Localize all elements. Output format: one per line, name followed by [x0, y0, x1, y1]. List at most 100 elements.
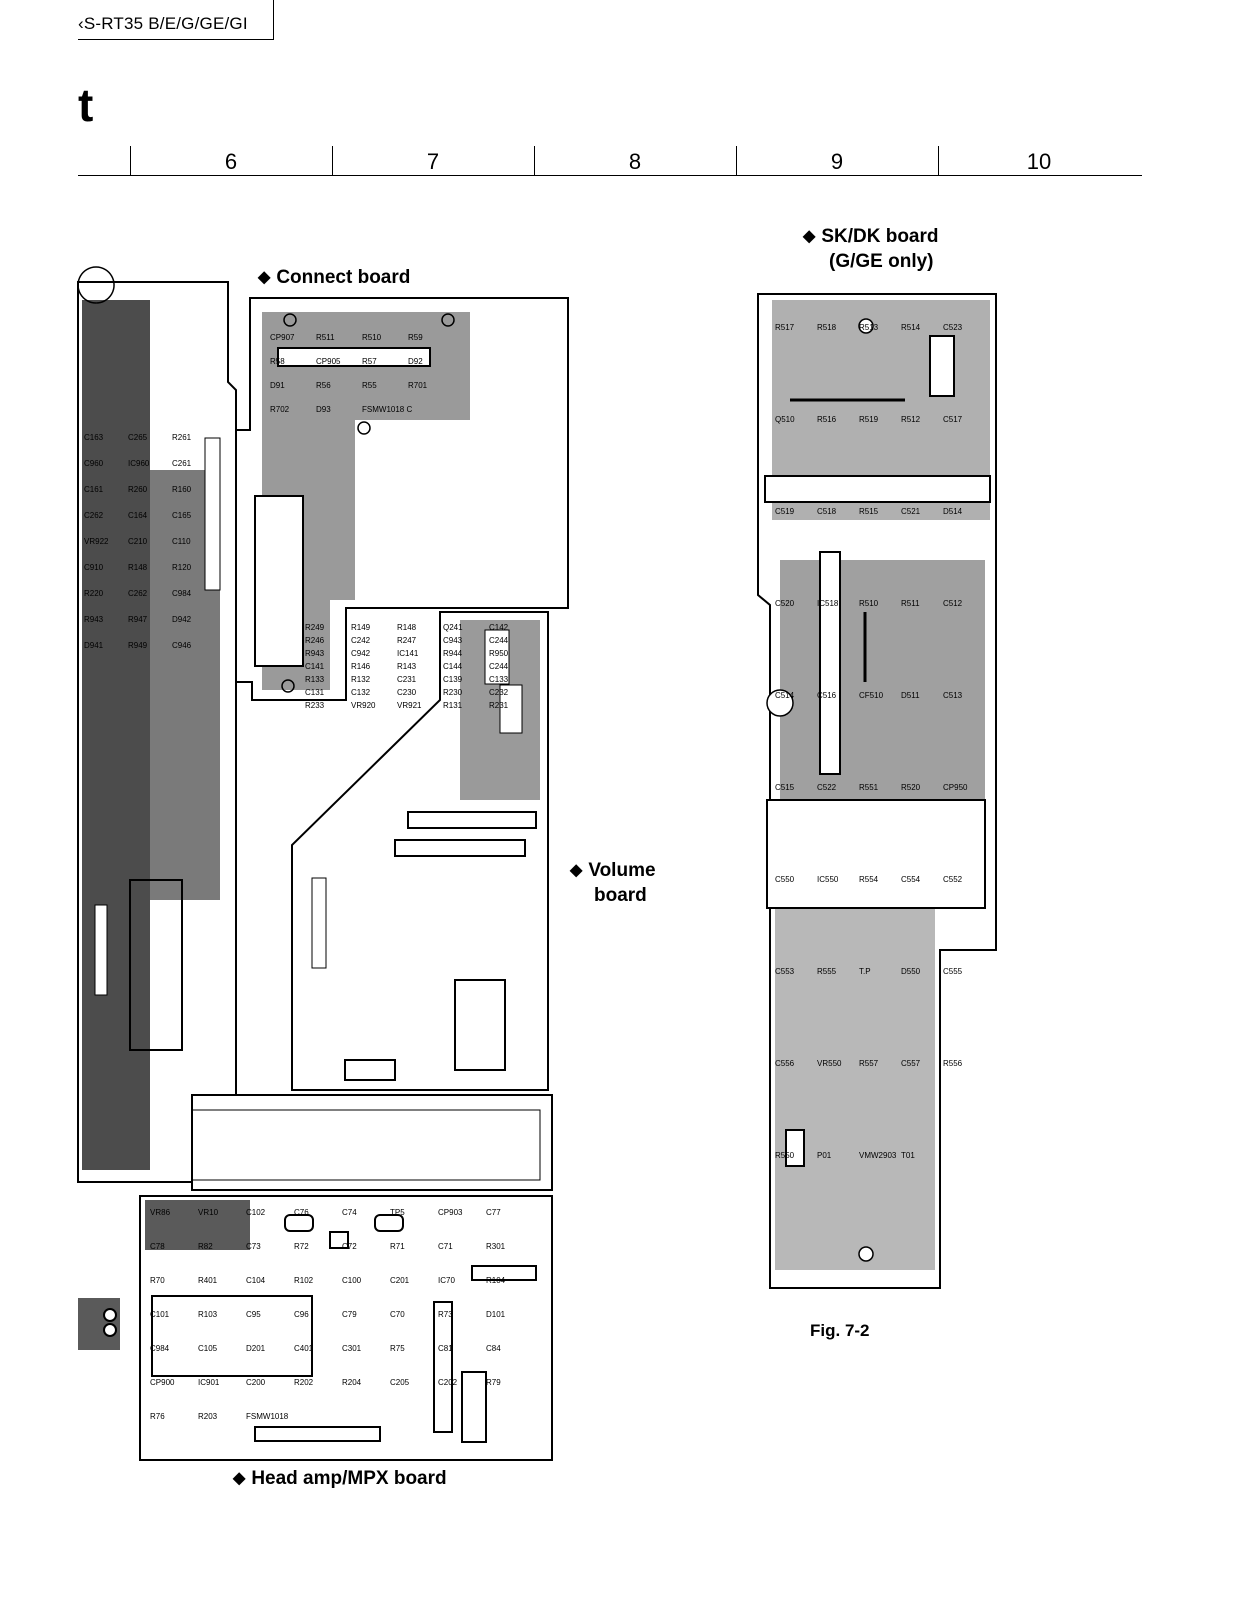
component-label: C553 [775, 967, 795, 976]
component-label: C101 [150, 1310, 170, 1319]
component-label: R73 [438, 1310, 453, 1319]
ruler-tick [736, 146, 737, 176]
component-label: D91 [270, 381, 285, 390]
component-label: R131 [443, 701, 463, 710]
component-label: R949 [128, 641, 148, 650]
component-label: IC550 [817, 875, 839, 884]
diamond-icon: ◆ [258, 269, 271, 286]
component-label: C164 [128, 511, 148, 520]
component-label: R510 [859, 599, 879, 608]
component-label: R550 [775, 1151, 795, 1160]
component-label: Q510 [775, 415, 795, 424]
component-label: C95 [246, 1310, 261, 1319]
copper-area [145, 1200, 250, 1250]
vr921-outline [344, 1059, 396, 1081]
component-label: C84 [486, 1344, 501, 1353]
mount-hole [281, 679, 295, 693]
component-label: Q241 [443, 623, 463, 632]
component-label: C139 [443, 675, 463, 684]
component-label: R517 [775, 323, 795, 332]
component-label: D101 [486, 1310, 506, 1319]
component-label: C144 [443, 662, 463, 671]
component-label: C142 [489, 623, 509, 632]
board-frame [191, 1094, 553, 1191]
component-label: C244 [489, 636, 509, 645]
component-label: CF510 [859, 691, 884, 700]
component-label: C77 [486, 1208, 501, 1217]
component-label: D511 [901, 691, 920, 700]
component-label: C512 [943, 599, 963, 608]
component-label: C131 [305, 688, 325, 697]
mount-hole [441, 313, 455, 327]
component-outline [499, 684, 523, 734]
component-label: R950 [489, 649, 509, 658]
component-label: R944 [443, 649, 463, 658]
mount-hole [283, 313, 297, 327]
component-label: C205 [390, 1378, 410, 1387]
sk-dk-board-text: SK/DK board [821, 226, 939, 247]
component-label: CP903 [438, 1208, 463, 1217]
ic518-outline [764, 475, 991, 503]
component-label: R556 [943, 1059, 963, 1068]
component-label: C244 [489, 662, 509, 671]
mount-hole [858, 1246, 874, 1262]
column-number: 8 [628, 149, 642, 174]
component-label: D550 [901, 967, 921, 976]
component-label: C73 [246, 1242, 261, 1251]
component-label: R103 [198, 1310, 218, 1319]
component-label: C942 [351, 649, 371, 658]
component-label: VR86 [150, 1208, 171, 1217]
component-label: D92 [408, 357, 423, 366]
volume-board [291, 611, 549, 1091]
ic901-outline [461, 1371, 487, 1443]
component-label: R104 [486, 1276, 506, 1285]
copper-area [262, 312, 470, 690]
component-label: C74 [342, 1208, 357, 1217]
component-label: R120 [172, 563, 192, 572]
component-label: C232 [489, 688, 509, 697]
cp900-outline [254, 1426, 381, 1442]
volume-board-label: ◆Volume board [570, 859, 656, 908]
component-label: R701 [408, 381, 428, 390]
vr10-outline [374, 1214, 404, 1232]
component-label: C516 [817, 691, 837, 700]
component-label: T01 [901, 1151, 915, 1160]
component-label: R70 [150, 1276, 165, 1285]
connector-902 [94, 904, 108, 996]
ruler-baseline [78, 175, 1142, 176]
component-label: R132 [351, 675, 371, 684]
component-label: C71 [438, 1242, 453, 1251]
component-label: R102 [294, 1276, 314, 1285]
mount-hole [357, 421, 371, 435]
sk-dk-board-label: ◆SK/DK board (G/GE only) [803, 225, 939, 274]
connector-outline [311, 877, 327, 969]
mount-hole [77, 266, 115, 304]
frame-cutout [191, 1094, 553, 1191]
component-label: C521 [901, 507, 921, 516]
component-label: VR920 [351, 701, 376, 710]
component-label: CP950 [943, 783, 968, 792]
component-label: C76 [294, 1208, 309, 1217]
ruler-tick [130, 146, 131, 176]
component-label: C100 [342, 1276, 362, 1285]
ic70-outline [151, 1295, 313, 1377]
component-label: C105 [198, 1344, 218, 1353]
component-label: C910 [84, 563, 104, 572]
figure-caption: Fig. 7-2 [810, 1321, 870, 1340]
component-label: R82 [198, 1242, 213, 1251]
diamond-icon: ◆ [570, 862, 583, 879]
component-label: VR921 [397, 701, 422, 710]
component-label: C557 [901, 1059, 921, 1068]
component-label: C242 [351, 636, 371, 645]
component-label: R249 [305, 623, 325, 632]
cp903-outline [471, 1265, 537, 1281]
component-label: C984 [150, 1344, 170, 1353]
component-label: R133 [305, 675, 325, 684]
component-label: VMW2903 [859, 1151, 897, 1160]
component-label: D201 [246, 1344, 266, 1353]
ic960-outline [204, 437, 221, 591]
component-label: IC901 [198, 1378, 220, 1387]
component-label: C265 [128, 433, 148, 442]
